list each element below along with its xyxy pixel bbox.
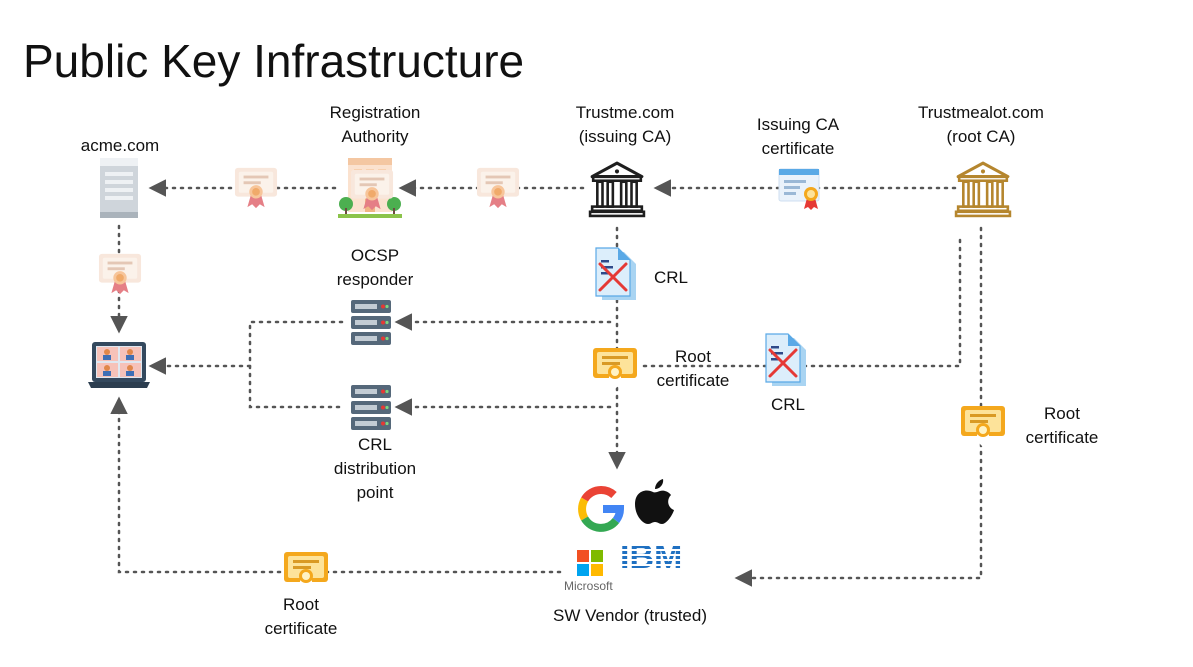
root-cert-bottom-label-line1: Root [283, 595, 319, 614]
root-certificate-icon [961, 406, 1005, 447]
acme-label: acme.com [70, 134, 170, 158]
crl-mid-label: CRL [763, 393, 813, 417]
ocsp-label-line1: OCSP [350, 246, 400, 265]
bank-building-icon [588, 161, 646, 218]
root-ca-label-line2: (root CA) [946, 127, 1016, 146]
root-ca-label-line1: Trustmealot.com [918, 103, 1044, 122]
server-tower-icon [100, 158, 138, 218]
ca-certificate-icon [778, 168, 820, 210]
ra-label-line1: Registration [329, 103, 421, 122]
edge-root-to-vendor [734, 226, 983, 587]
root-cert-right-label-line2: certificate [1025, 428, 1099, 447]
microsoft-wordmark: Microsoft [564, 579, 613, 593]
root-cert-mid-label-line1: Root [675, 347, 711, 366]
certificate-icon [476, 167, 520, 209]
root-certificate-icon [284, 552, 328, 593]
certificate-icon [234, 167, 278, 209]
root-cert-mid-label: Root certificate [643, 345, 743, 393]
root-cert-right-label: Root certificate [1012, 402, 1112, 450]
issuing-ca-label: Trustme.com (issuing CA) [555, 101, 695, 149]
server-rack-icon [351, 385, 391, 430]
certificate-icon [98, 253, 142, 295]
issuing-ca-cert-label-line2: certificate [761, 139, 835, 158]
crl-dp-label-line2: distribution [333, 459, 417, 478]
issuing-ca-cert-label-line1: Issuing CA [756, 115, 840, 134]
issuing-ca-label-line2: (issuing CA) [578, 127, 672, 146]
crl-dp-label: CRL distribution point [315, 433, 435, 505]
issuing-ca-label-line1: Trustme.com [575, 103, 675, 122]
crl-document-icon [764, 332, 808, 388]
apple-logo-icon [635, 479, 674, 524]
google-logo-icon [578, 486, 625, 532]
crl-top-label-text: CRL [653, 268, 688, 287]
crl-dp-label-line3: point [356, 483, 394, 502]
microsoft-logo-icon [577, 550, 603, 576]
sw-vendor-label-text: SW Vendor (trusted) [552, 606, 707, 625]
ibm-logo-icon: IBM [618, 538, 696, 576]
root-cert-mid-label-line2: certificate [656, 371, 730, 390]
crl-top-label: CRL [646, 266, 696, 290]
edge-vendor-to-client [110, 396, 562, 574]
edge-root-to-mid [638, 238, 962, 368]
crl-document-icon [594, 246, 638, 302]
root-ca-label: Trustmealot.com (root CA) [900, 101, 1062, 149]
root-cert-right-label-line1: Root [1044, 404, 1080, 423]
connector-lines [110, 179, 983, 587]
root-cert-bottom-label-line2: certificate [264, 619, 338, 638]
page-title: Public Key Infrastructure [23, 35, 525, 87]
ocsp-label: OCSP responder [315, 244, 435, 292]
bank-building-icon [954, 161, 1012, 218]
crl-dp-label-line1: CRL [357, 435, 392, 454]
ra-label: Registration Authority [305, 101, 445, 149]
crl-mid-label-text: CRL [770, 395, 805, 414]
root-certificate-icon [593, 348, 637, 389]
svg-text:IBM: IBM [620, 538, 682, 576]
issuing-ca-cert-label: Issuing CA certificate [738, 113, 858, 161]
edge-services-bracket [248, 320, 344, 409]
root-cert-bottom-label: Root certificate [251, 593, 351, 641]
sw-vendor-label: SW Vendor (trusted) [530, 604, 730, 628]
server-rack-icon [351, 300, 391, 345]
acme-label-text: acme.com [80, 136, 160, 155]
ra-label-line2: Authority [341, 127, 409, 146]
ocsp-label-line2: responder [336, 270, 414, 289]
laptop-video-conference-icon [88, 342, 150, 388]
